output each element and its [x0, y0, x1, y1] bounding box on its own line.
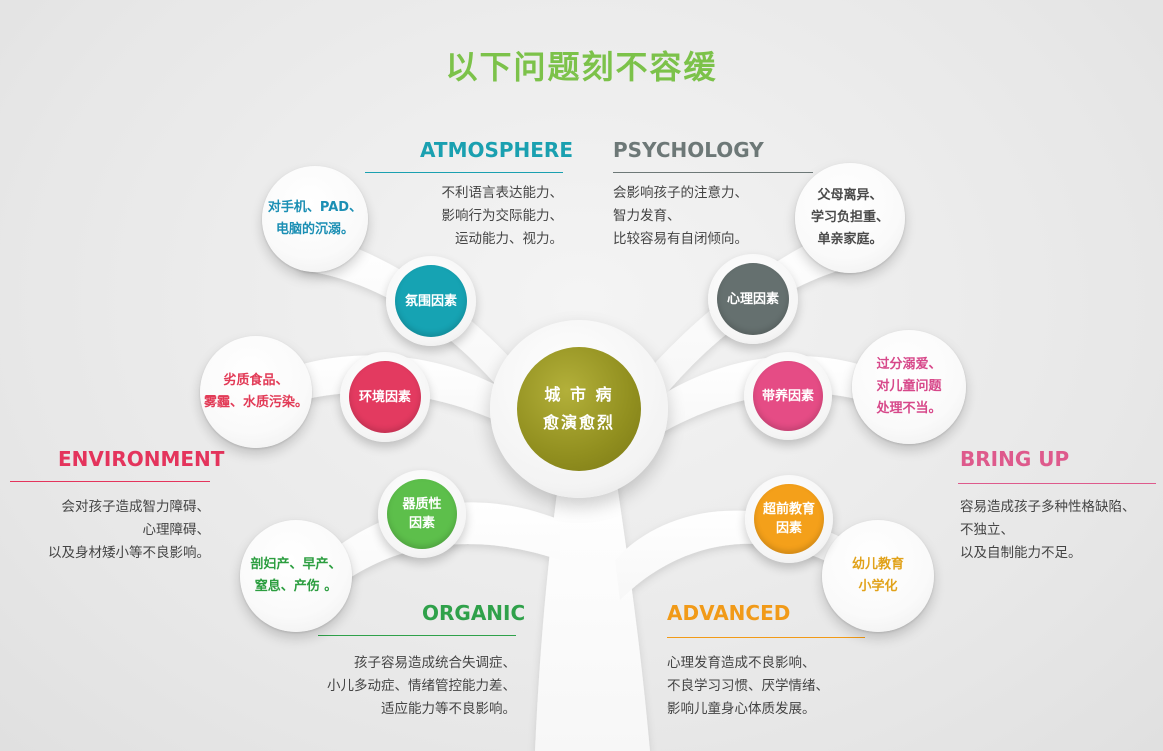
desc-advanced-line-3: 影响儿童身心体质发展。	[667, 701, 816, 717]
desc-psychology-line-3: 比较容易有自闭倾向。	[613, 231, 748, 247]
detail-circle-organic: 剖妇产、早产、 窒息、产伤 。	[240, 520, 352, 632]
desc-atmosphere: 不利语言表达能力、 影响行为交际能力、 运动能力、视力。	[380, 182, 564, 251]
desc-advanced-line-1: 心理发育造成不良影响、	[667, 655, 816, 671]
detail-advanced-line-1: 幼儿教育	[851, 557, 904, 572]
detail-bring-up-line-1: 过分溺爱、	[876, 357, 942, 372]
detail-atmosphere-line-2: 电脑的沉溺。	[275, 222, 354, 237]
divider-organic	[318, 635, 516, 636]
center-circle: 城 市 病 愈演愈烈	[517, 347, 641, 471]
desc-advanced: 心理发育造成不良影响、 不良学习习惯、厌学情绪、 影响儿童身心体质发展。	[667, 652, 867, 721]
heading-environment: ENVIRONMENT	[58, 447, 225, 471]
desc-environment-line-2: 心理障碍、	[142, 522, 211, 538]
heading-bring-up: BRING UP	[960, 447, 1070, 471]
divider-advanced	[667, 637, 865, 638]
detail-bring-up-line-2: 对儿童问题	[876, 379, 942, 394]
desc-psychology-line-1: 会影响孩子的注意力、	[613, 185, 748, 201]
factor-bring-up: 带养因素	[753, 361, 823, 431]
divider-environment	[10, 481, 210, 482]
desc-bring-up-line-3: 以及自制能力不足。	[960, 545, 1082, 561]
detail-advanced-line-2: 小学化	[858, 579, 898, 594]
factor-ring-atmosphere: 氛围因素	[386, 256, 476, 346]
desc-environment: 会对孩子造成智力障碍、 心理障碍、 以及身材矮小等不良影响。	[10, 496, 210, 565]
heading-psychology: PSYCHOLOGY	[613, 138, 764, 162]
factor-organic: 器质性 因素	[387, 479, 457, 549]
center-line-2: 愈演愈烈	[542, 413, 615, 432]
factor-ring-bring-up: 带养因素	[744, 352, 832, 440]
desc-environment-line-1: 会对孩子造成智力障碍、	[61, 499, 211, 515]
heading-organic: ORGANIC	[422, 601, 526, 625]
factor-advanced: 超前教育 因素	[754, 484, 824, 554]
factor-ring-advanced: 超前教育 因素	[745, 475, 833, 563]
factor-atmosphere-label: 氛围因素	[404, 293, 457, 309]
detail-environment-line-1: 劣质食品、	[223, 373, 289, 388]
factor-psychology: 心理因素	[717, 263, 789, 335]
desc-atmosphere-line-1: 不利语言表达能力、	[441, 185, 564, 201]
desc-atmosphere-line-3: 运动能力、视力。	[455, 231, 563, 247]
detail-organic-line-2: 窒息、产伤 。	[254, 579, 338, 594]
desc-bring-up: 容易造成孩子多种性格缺陷、 不独立、 以及自制能力不足。	[960, 496, 1156, 565]
detail-circle-advanced: 幼儿教育 小学化	[822, 520, 934, 632]
desc-psychology: 会影响孩子的注意力、 智力发育、 比较容易有自闭倾向。	[613, 182, 813, 251]
factor-psychology-label: 心理因素	[726, 291, 779, 307]
heading-atmosphere: ATMOSPHERE	[420, 138, 573, 162]
factor-environment-label: 环境因素	[358, 389, 411, 405]
factor-advanced-label-2: 因素	[775, 521, 802, 536]
factor-advanced-label-1: 超前教育	[762, 502, 815, 517]
divider-psychology	[613, 172, 813, 173]
factor-organic-label-1: 器质性	[402, 497, 442, 512]
center-line-1: 城 市 病	[544, 385, 614, 404]
desc-organic-line-3: 适应能力等不良影响。	[381, 701, 516, 717]
detail-psychology-line-3: 单亲家庭。	[817, 232, 883, 247]
detail-organic-line-1: 剖妇产、早产、	[250, 557, 342, 572]
factor-atmosphere: 氛围因素	[395, 265, 467, 337]
detail-circle-psychology: 父母离异、 学习负担重、 单亲家庭。	[795, 163, 905, 273]
factor-bring-up-label: 带养因素	[761, 388, 814, 404]
factor-organic-label-2: 因素	[408, 516, 435, 531]
desc-bring-up-line-2: 不独立、	[960, 522, 1014, 538]
desc-advanced-line-2: 不良学习习惯、厌学情绪、	[667, 678, 829, 694]
desc-organic: 孩子容易造成统合失调症、 小儿多动症、情绪管控能力差、 适应能力等不良影响。	[300, 652, 516, 721]
detail-circle-atmosphere: 对手机、PAD、 电脑的沉溺。	[262, 166, 368, 272]
detail-psychology-line-2: 学习负担重、	[810, 210, 889, 225]
detail-bring-up-line-3: 处理不当。	[876, 401, 942, 416]
heading-advanced: ADVANCED	[667, 601, 791, 625]
divider-atmosphere	[365, 172, 563, 173]
detail-environment-line-2: 雾霾、水质污染。	[203, 395, 308, 410]
factor-ring-environment: 环境因素	[340, 352, 430, 442]
center-ring: 城 市 病 愈演愈烈	[490, 320, 668, 498]
detail-circle-environment: 劣质食品、 雾霾、水质污染。	[200, 336, 312, 448]
desc-atmosphere-line-2: 影响行为交际能力、	[441, 208, 564, 224]
factor-environment: 环境因素	[349, 361, 421, 433]
factor-ring-psychology: 心理因素	[708, 254, 798, 344]
desc-psychology-line-2: 智力发育、	[613, 208, 681, 224]
detail-atmosphere-line-1: 对手机、PAD、	[267, 200, 363, 215]
detail-psychology-line-1: 父母离异、	[817, 188, 883, 203]
detail-circle-bring-up: 过分溺爱、 对儿童问题 处理不当。	[852, 330, 966, 444]
desc-organic-line-1: 孩子容易造成统合失调症、	[354, 655, 516, 671]
divider-bring-up	[958, 483, 1156, 484]
factor-ring-organic: 器质性 因素	[378, 470, 466, 558]
desc-bring-up-line-1: 容易造成孩子多种性格缺陷、	[960, 499, 1136, 515]
desc-environment-line-3: 以及身材矮小等不良影响。	[48, 545, 210, 561]
desc-organic-line-2: 小儿多动症、情绪管控能力差、	[327, 678, 516, 694]
page-title: 以下问题刻不容缓	[445, 48, 718, 86]
